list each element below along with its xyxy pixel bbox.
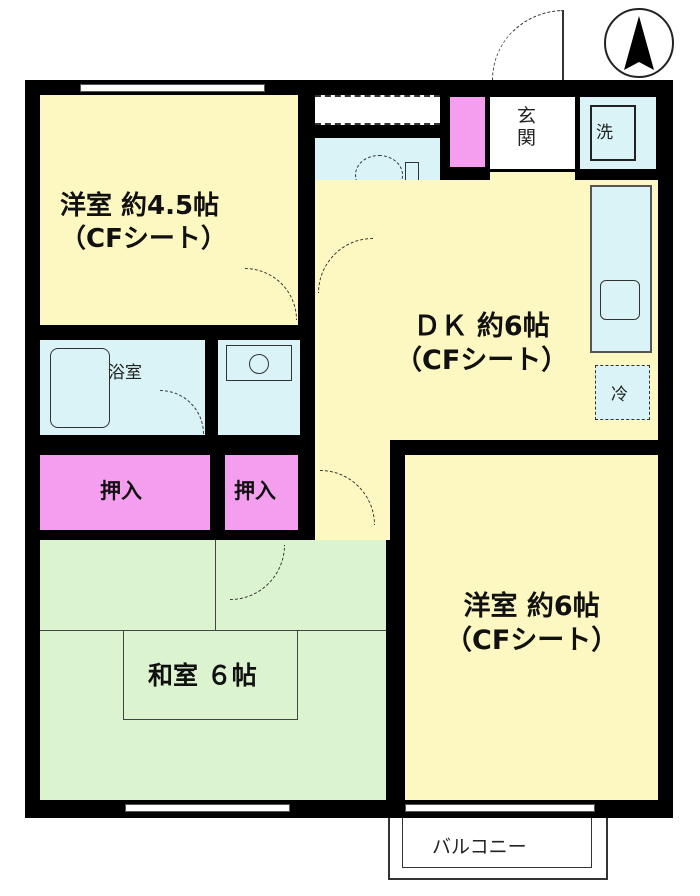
window xyxy=(405,804,595,812)
entry-closet xyxy=(450,97,485,167)
room-name: 洋室 約4.5帖 xyxy=(60,191,220,221)
bathroom-label: 浴室 xyxy=(108,363,142,383)
window xyxy=(125,804,290,812)
closet-2 xyxy=(225,455,298,530)
basin-icon xyxy=(226,345,292,381)
washer-pan xyxy=(590,105,636,161)
window xyxy=(80,84,265,92)
closet-1 xyxy=(40,455,210,530)
room-western-large xyxy=(405,455,658,800)
room-name: ＤＫ 約6帖 xyxy=(413,311,550,342)
washer-area xyxy=(580,97,656,169)
closet-2-label: 押入 xyxy=(234,479,276,503)
sink-icon xyxy=(600,280,640,320)
balcony-inner xyxy=(402,818,592,868)
balcony-label: バルコニー xyxy=(432,836,527,858)
kitchen-counter xyxy=(590,185,652,353)
entrance-label: 玄関 xyxy=(517,105,537,149)
room-dk-label: ＤＫ 約6帖 （CFシート） xyxy=(395,310,568,378)
room-western-small-label: 洋室 約4.5帖 （CFシート） xyxy=(60,190,227,255)
room-western-large-label: 洋室 約6帖 （CFシート） xyxy=(445,590,618,658)
room-name: 洋室 約6帖 xyxy=(463,591,600,622)
balcony xyxy=(388,818,608,880)
room-japanese-label: 和室 ６帖 xyxy=(148,661,257,690)
room-floor: （CFシート） xyxy=(60,223,227,254)
fridge-space xyxy=(595,365,650,420)
tatami-lines xyxy=(215,540,216,630)
room-floor: （CFシート） xyxy=(395,344,569,376)
tatami-lines xyxy=(40,630,386,631)
bathtub-icon xyxy=(50,348,110,428)
front-door-swing xyxy=(492,10,564,80)
washer-label: 洗 xyxy=(596,123,613,143)
closet-1-label: 押入 xyxy=(100,479,142,503)
room-japanese xyxy=(40,540,386,800)
north-compass-icon xyxy=(604,8,674,78)
entrance xyxy=(490,97,575,169)
storage-shelf xyxy=(315,95,440,125)
fridge-label: 冷 xyxy=(611,385,628,405)
room-floor: （CFシート） xyxy=(445,624,619,656)
entrance-step xyxy=(490,172,575,180)
